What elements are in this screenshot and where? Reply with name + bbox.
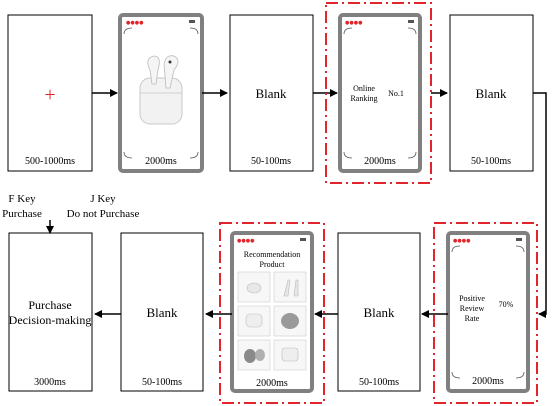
highlight-box-recommendation [219,222,325,404]
product-screen: ●●●● 2000ms [118,13,204,173]
battery-icon [516,238,522,241]
ranking-duration: 2000ms [364,156,396,167]
ranking-value: No.1 [388,89,404,98]
blank-label: Blank [255,86,287,101]
blank-label: Blank [146,305,178,320]
f-key-action: Purchase [2,208,42,220]
blank-duration: 50-100ms [359,377,399,388]
recommendation-duration: 2000ms [256,378,288,389]
recommendation-title: Recommendation [244,250,300,259]
decision-label-line2: Decision-making [9,313,92,327]
j-key-label: J Key [90,193,116,205]
fixation-duration: 500-1000ms [25,156,75,167]
product-thumbnail [237,305,271,337]
recommendation-title-line2: Product [260,260,286,269]
product-duration: 2000ms [145,156,177,167]
blank-duration: 50-100ms [251,156,291,167]
battery-icon [189,20,195,23]
phone-frame [338,13,422,173]
review-label: Positive [459,294,485,303]
review-duration: 2000ms [472,376,504,387]
recommendation-screen: ●●●● Recommendation Product 2000ms [219,222,325,404]
fixation-cross: + [44,84,55,106]
battery-icon [408,20,414,23]
decision-screen: Purchase Decision-making 3000ms [8,232,93,392]
key-instructions: F Key Purchase J Key Do not Purchase [2,193,140,234]
blank-screen-3: Blank 50-100ms [337,232,421,392]
highlight-box-review [433,222,538,404]
blank-screen-2: Blank 50-100ms [449,14,534,172]
blank-screen-4: Blank 50-100ms [120,232,204,392]
review-value: 70% [499,300,514,309]
review-label-line3: Rate [465,314,480,323]
blank-duration: 50-100ms [142,377,182,388]
blank-screen-1: Blank 50-100ms [229,14,314,172]
blank-label: Blank [363,305,395,320]
arrow-blank2-to-review [533,92,547,318]
signal-icon: ●●●● [453,238,471,244]
fixation-screen: + 500-1000ms [7,14,93,172]
battery-icon [300,238,306,241]
product-thumbnail [273,271,307,303]
signal-icon: ●●●● [345,20,363,26]
highlight-box-ranking [325,2,432,184]
ranking-label-line2: Ranking [350,94,377,103]
product-grid [237,271,307,371]
signal-icon: ●●●● [237,238,255,244]
phone-frame [446,231,530,393]
ranking-label: Online [353,84,375,93]
blank-duration: 50-100ms [471,156,511,167]
decision-label: Purchase [28,298,71,312]
review-rate-screen: ●●●● Positive Review Rate 70% 2000ms [433,222,538,404]
blank-label: Blank [475,86,507,101]
j-key-action: Do not Purchase [67,208,140,220]
decision-duration: 3000ms [34,377,66,388]
signal-icon: ●●●● [126,20,144,26]
f-key-label: F Key [8,193,36,205]
online-ranking-screen: ●●●● Online Ranking No.1 2000ms [325,2,432,184]
earbuds-image [139,55,183,125]
review-label-line2: Review [460,304,485,313]
